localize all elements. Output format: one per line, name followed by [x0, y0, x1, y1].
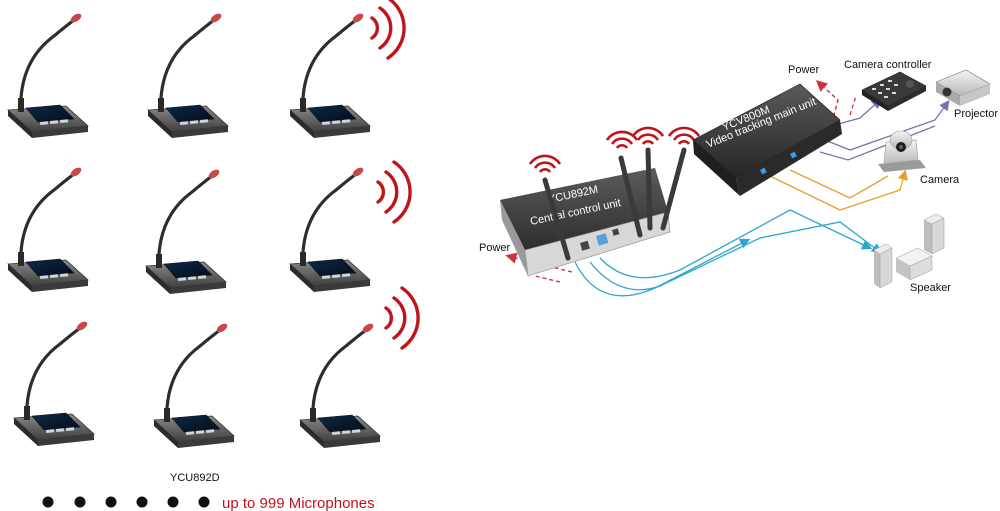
audio-line	[574, 238, 751, 297]
microphone-unit	[144, 166, 228, 296]
wireless-signal-icon	[370, 0, 406, 60]
speaker-system	[873, 213, 945, 289]
central-unit-antennas	[542, 147, 687, 261]
microphone-unit	[298, 320, 382, 450]
wireless-signal-icon	[631, 126, 665, 146]
wireless-signal-icon	[528, 154, 562, 174]
microphone-unit	[146, 10, 230, 140]
power-label-top: Power	[788, 64, 820, 76]
camera-line	[769, 169, 908, 211]
power-line-left	[534, 275, 561, 283]
ellipsis-dots	[42, 496, 210, 508]
microphone-unit	[6, 164, 90, 294]
power-label-left: Power	[479, 242, 511, 254]
audio-line	[589, 221, 883, 291]
microphone-unit	[288, 164, 372, 294]
projector-device	[935, 69, 991, 106]
microphone-unit	[152, 320, 236, 450]
camera-controller-label: Camera controller	[844, 59, 932, 71]
ptz-camera-device	[878, 130, 926, 172]
delegate-model-label: YCU892D	[170, 472, 220, 484]
wireless-signal-icon	[376, 160, 412, 224]
microphone-unit-grid	[6, 10, 382, 450]
microphone-count-label: up to 999 Microphones	[222, 495, 375, 511]
wireless-signal-icon	[384, 286, 420, 350]
video-tracking-main-unit: YCV800M Video tracking main unit	[692, 83, 842, 196]
power-line-left	[505, 252, 573, 273]
audio-line	[599, 209, 873, 279]
microphone-unit	[288, 10, 372, 140]
camera-controller-device	[861, 71, 927, 111]
microphone-unit	[6, 10, 90, 140]
microphone-unit	[12, 318, 96, 448]
camera-label: Camera	[920, 174, 960, 186]
power-line-top	[849, 95, 857, 116]
central-control-unit: YCU892M Central control unit	[500, 168, 671, 277]
wireless-signal-icon	[605, 130, 639, 150]
speaker-label: Speaker	[910, 282, 951, 294]
camera-line	[789, 169, 889, 199]
projector-label: Projector	[954, 108, 998, 120]
video-line	[834, 98, 882, 126]
